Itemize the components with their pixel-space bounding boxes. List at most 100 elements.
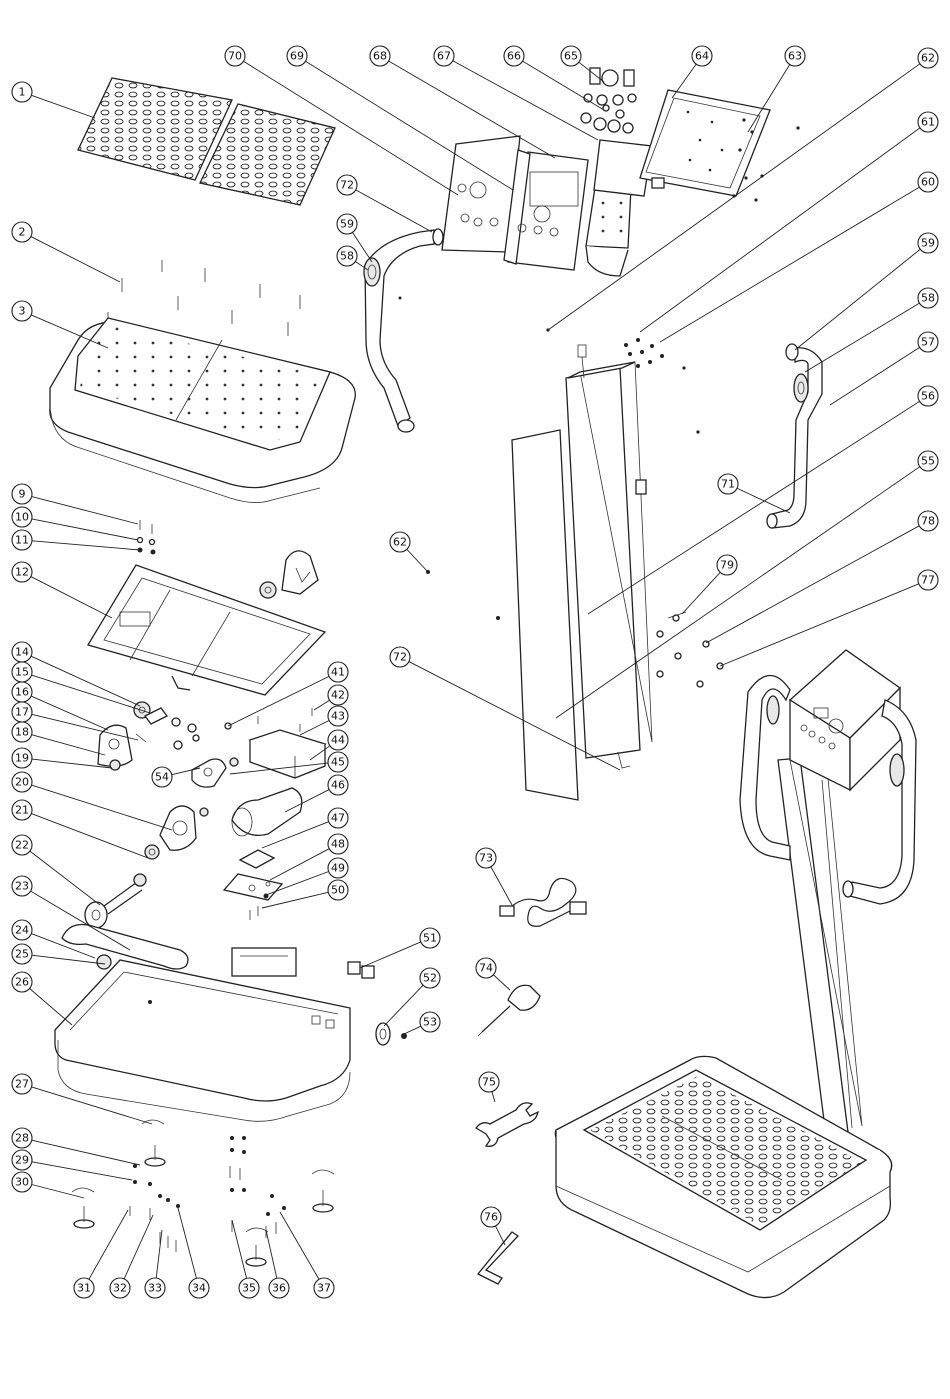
callout-number: 71 — [721, 478, 735, 491]
callout-number: 19 — [15, 752, 29, 765]
vibration-plate-part — [50, 318, 355, 503]
callout-leader-72 — [356, 190, 432, 232]
callout-number: 43 — [331, 710, 345, 723]
callout-leader-57 — [830, 347, 920, 405]
callout-number: 1 — [19, 86, 26, 99]
motor-components-part — [224, 708, 325, 920]
callout-leader-51 — [360, 942, 421, 968]
callout-leader-78 — [706, 526, 919, 643]
power-cord-part — [500, 878, 586, 926]
callout-number: 44 — [331, 734, 345, 747]
callout-number: 77 — [921, 574, 935, 587]
callout-leader-27 — [32, 1087, 152, 1124]
callout-number: 74 — [479, 962, 493, 975]
callout-leader-37 — [280, 1212, 319, 1279]
callout-number: 58 — [340, 250, 354, 263]
callout-number: 57 — [921, 336, 935, 349]
callout-number: 32 — [113, 1282, 127, 1295]
callout-number: 53 — [423, 1016, 437, 1029]
callout-number: 59 — [340, 218, 354, 231]
callout-leader-16 — [31, 696, 108, 730]
callout-leader-75 — [492, 1092, 495, 1102]
callout-leader-20 — [32, 785, 172, 830]
callout-leader-12 — [31, 577, 112, 618]
eccentric-link-part — [192, 758, 238, 787]
callout-number: 24 — [15, 924, 29, 937]
callout-leader-63 — [748, 65, 790, 132]
callout-leader-26 — [30, 989, 72, 1025]
callout-number: 79 — [720, 559, 734, 572]
callout-leader-36 — [266, 1230, 277, 1278]
callout-leader-18 — [32, 735, 105, 755]
callout-leader-1 — [31, 95, 95, 118]
callout-number: 9 — [19, 488, 26, 501]
bearing-bracket-part — [260, 551, 318, 598]
callout-leader-43 — [300, 720, 329, 735]
callout-leader-77 — [720, 584, 919, 666]
base-tray-part — [55, 948, 350, 1121]
control-buttons-part — [581, 68, 636, 133]
callout-number: 45 — [331, 756, 345, 769]
callout-number: 63 — [788, 50, 802, 63]
callout-number: 37 — [317, 1282, 331, 1295]
callout-number: 14 — [15, 646, 29, 659]
callout-number: 56 — [921, 390, 935, 403]
callout-number: 55 — [921, 455, 935, 468]
callout-number: 18 — [15, 726, 29, 739]
callout-number: 16 — [15, 686, 29, 699]
callout-number: 69 — [290, 50, 304, 63]
callout-number: 59 — [921, 237, 935, 250]
callout-number: 62 — [921, 52, 935, 65]
callout-number: 31 — [77, 1282, 91, 1295]
callout-leader-52 — [384, 985, 423, 1026]
callout-leader-48 — [270, 849, 329, 880]
callout-number: 50 — [331, 884, 345, 897]
callout-leader-31 — [89, 1210, 128, 1279]
callout-leader-76 — [495, 1226, 505, 1245]
callout-number: 68 — [373, 50, 387, 63]
callout-number: 46 — [331, 779, 345, 792]
callout-leader-53 — [404, 1026, 421, 1034]
callout-leader-73 — [491, 867, 512, 905]
left-handlebar-part — [364, 229, 443, 432]
allen-key-part — [478, 1232, 518, 1284]
callout-leader-71 — [737, 488, 790, 513]
callout-number: 21 — [15, 804, 29, 817]
callout-number: 66 — [507, 50, 521, 63]
callout-number: 35 — [242, 1282, 256, 1295]
callout-number: 78 — [921, 515, 935, 528]
top-mat-part — [78, 78, 335, 205]
callout-leader-11 — [32, 541, 140, 550]
callout-number: 49 — [331, 862, 345, 875]
callout-leader-2 — [31, 237, 120, 282]
callout-number: 17 — [15, 706, 29, 719]
callout-leader-59 — [795, 249, 920, 350]
callout-leader-58 — [805, 303, 919, 372]
callout-number: 52 — [423, 972, 437, 985]
callout-number: 51 — [423, 932, 437, 945]
callout-number: 26 — [15, 976, 29, 989]
callout-number: 2 — [19, 226, 26, 239]
callout-number: 30 — [15, 1176, 29, 1189]
callout-number: 64 — [695, 50, 709, 63]
callout-leader-32 — [124, 1215, 153, 1279]
callout-leader-35 — [232, 1220, 247, 1278]
callout-leader-79 — [682, 572, 720, 614]
callout-number: 20 — [15, 776, 29, 789]
callout-number: 47 — [331, 812, 345, 825]
callout-number: 33 — [148, 1282, 162, 1295]
callout-number: 58 — [921, 292, 935, 305]
callout-leader-67 — [453, 61, 598, 140]
callout-number: 12 — [15, 566, 29, 579]
callout-number: 48 — [331, 838, 345, 851]
callout-number: 61 — [921, 116, 935, 129]
callout-number: 28 — [15, 1132, 29, 1145]
callout-number: 23 — [15, 880, 29, 893]
callout-number: 36 — [272, 1282, 286, 1295]
callout-number: 54 — [155, 771, 169, 784]
callout-number: 3 — [19, 305, 26, 318]
callout-number: 10 — [15, 511, 29, 524]
console-housing-part — [442, 136, 652, 276]
callout-number: 41 — [331, 666, 345, 679]
